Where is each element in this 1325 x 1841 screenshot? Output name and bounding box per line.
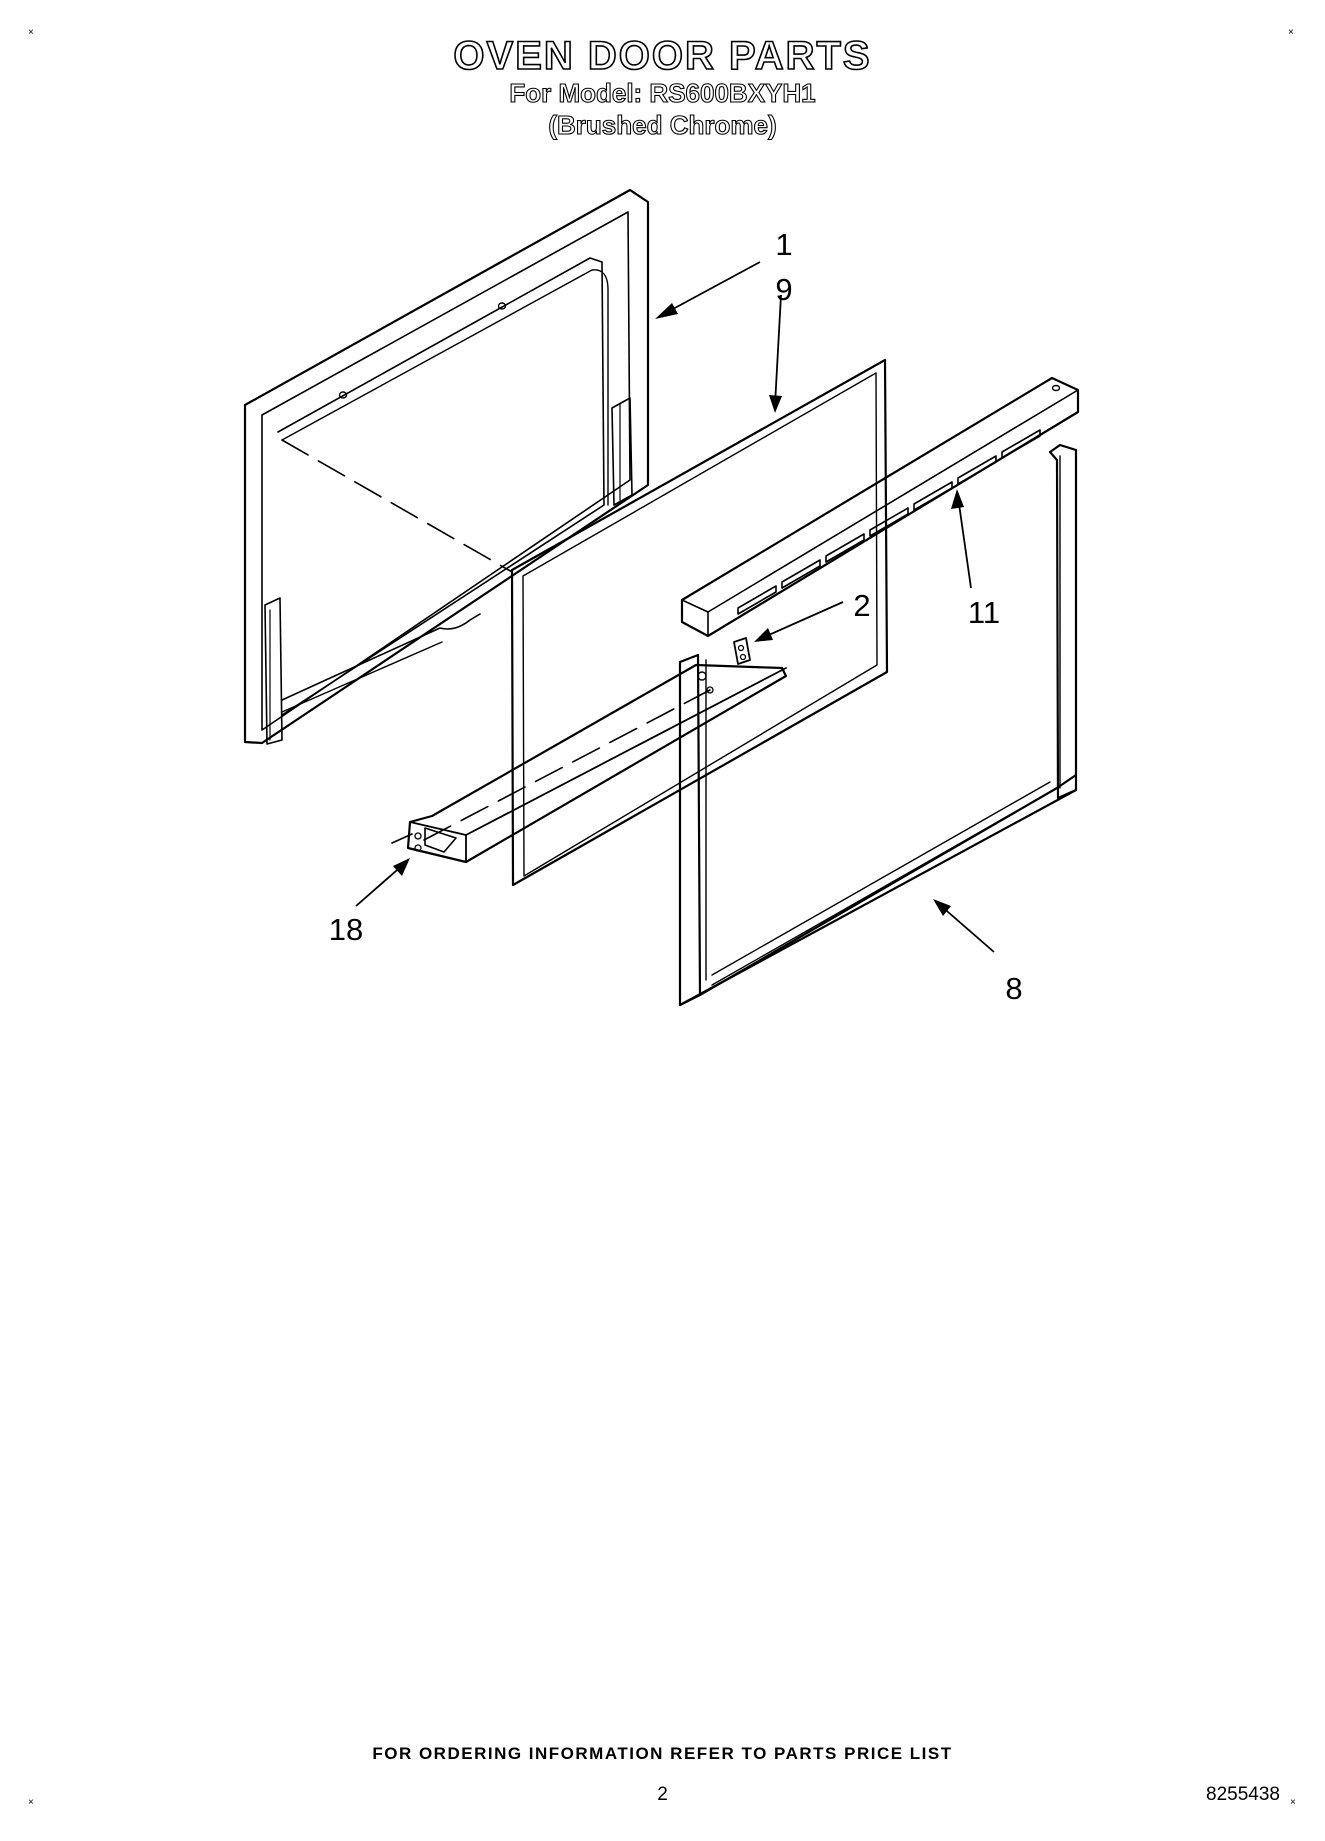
leader-2 xyxy=(761,601,844,639)
alignment-lines xyxy=(281,439,711,844)
bracket-part-2 xyxy=(733,637,751,665)
ordering-note: FOR ORDERING INFORMATION REFER TO PARTS … xyxy=(372,1744,953,1763)
leader-8 xyxy=(939,904,995,953)
callout-11: 11 xyxy=(968,595,1000,630)
finish-line: (Brushed Chrome) xyxy=(548,109,777,140)
door-frame-part-1 xyxy=(243,188,650,745)
gasket-part-9 xyxy=(510,358,889,887)
callout-9: 9 xyxy=(775,272,792,307)
corner-mark-bottom-left: × xyxy=(28,1797,34,1808)
outer-frame-part-8 xyxy=(678,443,1078,1007)
hinge-support-part-18 xyxy=(406,663,788,864)
page-number: 2 xyxy=(657,1784,668,1805)
callout-1: 1 xyxy=(775,227,792,262)
leader-1 xyxy=(659,261,761,317)
callout-8: 8 xyxy=(1005,971,1022,1006)
vent-trim-part-11 xyxy=(680,376,1080,638)
corner-mark-bottom-right: × xyxy=(1290,1797,1296,1808)
corner-mark-top-right: × xyxy=(1288,27,1294,38)
model-line: For Model: RS600BXYH1 xyxy=(509,77,816,108)
leader-18 xyxy=(355,863,405,907)
document-number: 8255438 xyxy=(1206,1784,1280,1805)
corner-mark-top-left: × xyxy=(28,27,34,38)
leader-9 xyxy=(774,294,782,406)
callout-18: 18 xyxy=(329,912,363,947)
callout-2: 2 xyxy=(853,588,870,623)
leader-11 xyxy=(957,496,972,589)
page-title: OVEN DOOR PARTS xyxy=(453,33,872,79)
leader-arrows xyxy=(355,261,995,953)
